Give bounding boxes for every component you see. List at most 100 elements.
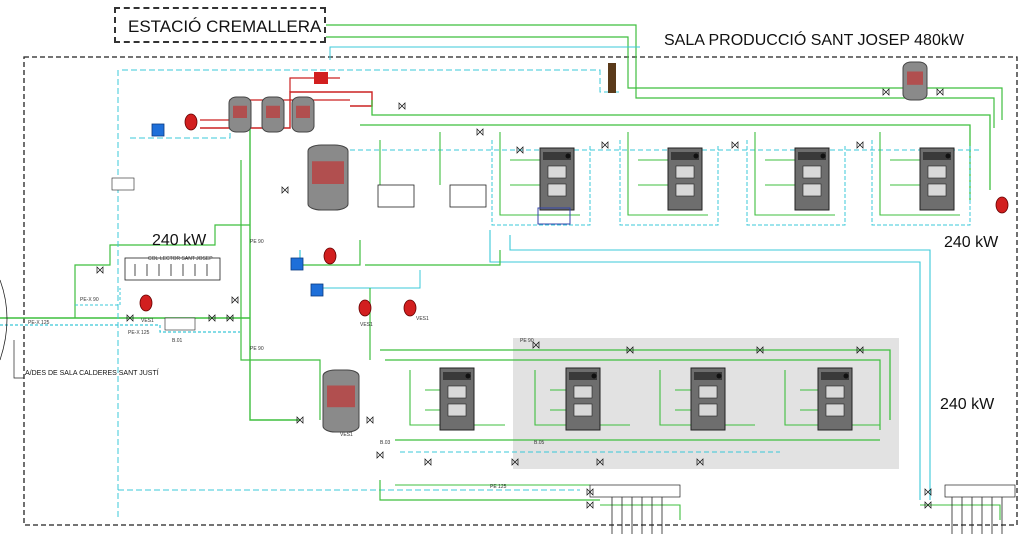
heat-pump-upper-4-indicator [945,153,951,159]
heat-pump-lower-1-indicator [465,373,471,379]
heat-pump-lower-3-hx-2 [698,403,718,417]
hp-upper-cyan-2 [746,140,846,226]
buffer-tank-1-label [233,105,247,118]
collector-label: COL·LECTOR SANT JOSEP [148,256,213,262]
pipe-label-pe90-mid: PE 90 [250,239,264,245]
buffer-red-pipe [200,91,373,129]
inlet-break-arc [0,279,8,361]
heat-pump-upper-3-indicator [820,153,826,159]
heat-pump-upper-2-hx-1 [675,165,695,179]
pipe-label-pe90-grey: PE 90 [520,338,534,344]
valve-14 [626,346,634,354]
valve-16 [856,346,864,354]
station-pipe-return [326,36,1003,120]
vessel-label-low: VES1 [340,432,353,438]
expansion-vessel-1 [184,113,198,131]
valve-18 [511,458,519,466]
valve-11 [882,88,890,96]
pipe-label-pe90-left: PE-X 90 [80,297,99,303]
control-box [111,177,135,191]
valve-19 [596,458,604,466]
valve-6 [476,128,484,136]
pipe-label-b05: B.05 [534,440,545,446]
hp-upper-cyan-1 [619,140,719,226]
heat-pump-lower-2-hx-2 [573,403,593,417]
valve-20 [696,458,704,466]
collector-return [75,288,121,306]
hp-upper-loop-3 [879,132,960,216]
hp-upper-cyan-0 [491,140,591,226]
pipe-label-b03: B.03 [380,440,391,446]
expansion-vessel-5 [403,299,417,317]
bottom-collector-feed-2 [920,504,1001,520]
main-riser-green-2 [240,160,321,420]
valve-17 [424,458,432,466]
vessel-label-mid: VES1 [360,322,373,328]
heat-pump-lower-1-hx-1 [447,385,467,399]
electric-boiler-1 [377,184,415,208]
main-riser-green [249,110,300,421]
valve-15 [756,346,764,354]
valve-2 [208,314,216,322]
valve-4 [231,296,239,304]
lower-header-return [385,359,881,430]
power-label-left: 240 kW [152,232,207,249]
station-title-box: ESTACIÓ CREMALLERA [114,7,326,43]
storage-tank-lower-label [327,385,355,408]
heat-pump-lower-2-indicator [591,373,597,379]
valve-25 [376,451,384,459]
lower-header-supply [380,349,891,420]
source-leader [13,340,24,379]
heat-pump-upper-4-hx-2 [927,183,947,197]
vessel-label-left: VES1 [141,318,154,324]
heat-pump-upper-2-panel [671,152,699,160]
valve-12 [936,88,944,96]
storage-tank-remote-label [907,71,923,85]
source-label: A/DES DE SALA CALDERES SANT JUSTÍ [25,370,159,377]
valve-21 [586,488,594,496]
collector-sant-josep [124,257,221,281]
electric-boiler-2 [449,184,487,208]
pipe-label-pe125: PE 125 [490,484,507,490]
heat-pump-lower-4-hx-1 [825,385,845,399]
red-device [314,72,328,84]
expansion-vessel-4 [358,299,372,317]
heat-pump-lower-1-panel [443,372,471,380]
expansion-vessel-2 [139,294,153,312]
buffer-tank-2-label [266,105,280,118]
hp-upper-loop-2 [754,132,835,216]
heat-pump-lower-4-indicator [843,373,849,379]
heat-pump-upper-2-hx-2 [675,183,695,197]
vessel-label-right: VES1 [416,316,429,322]
heat-pump-upper-1-panel [543,152,571,160]
valve-8 [601,141,609,149]
valve-24 [924,501,932,509]
pipe-label-b01: B.01 [172,338,183,344]
room-boundary [23,56,1018,526]
heat-pump-lower-3-panel [694,372,722,380]
inlet-pipe-return [0,324,240,333]
bottom-collector-1 [589,484,681,498]
station-pipe-aux [329,46,640,60]
bottom-green [379,480,600,501]
hp-base-frame [537,207,571,225]
hp-upper-loop-1 [627,132,708,216]
mid-header-pipe [365,250,501,266]
valve-23 [924,488,932,496]
hp-upper-cyan-3 [871,140,971,226]
top-cyan-loop [122,69,620,93]
valve-0 [96,266,104,274]
heat-pump-lower-3-hx-1 [698,385,718,399]
valve-1 [126,314,134,322]
heat-pump-lower-2-hx-1 [573,385,593,399]
heat-pump-upper-1-hx-1 [547,165,567,179]
storage-tank-upper-label [312,161,344,184]
valve-3 [226,314,234,322]
heat-pump-upper-3-hx-1 [802,165,822,179]
expansion-vessel-3 [323,247,337,265]
expansion-vessel-6 [995,196,1009,214]
bottom-collector-2 [944,484,1016,498]
buffer-tank-3-label [296,105,310,118]
meter-stack [608,63,616,93]
